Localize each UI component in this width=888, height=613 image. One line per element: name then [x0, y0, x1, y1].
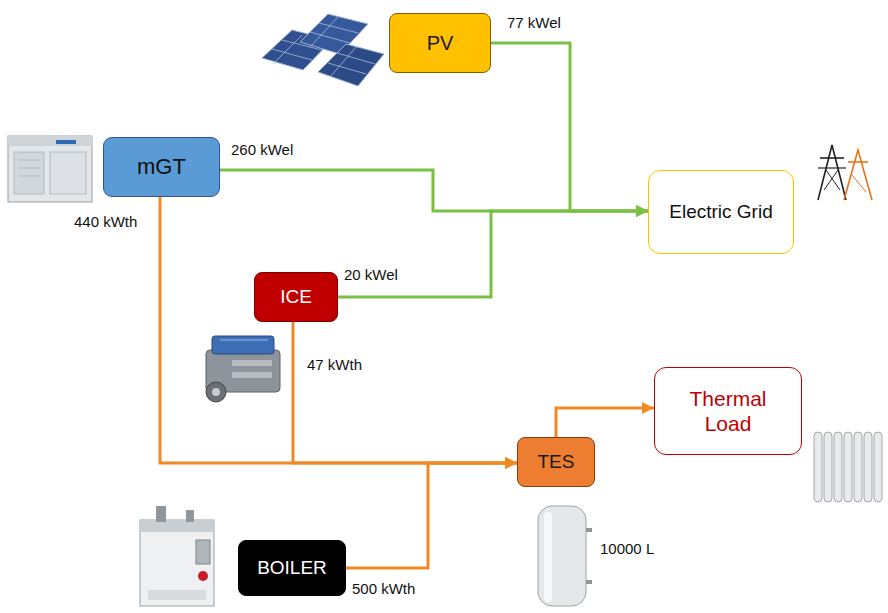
power-rating: 500 kWth: [350, 580, 417, 598]
thermal-flow-line: [556, 408, 654, 437]
microturbine-icon-part: [56, 140, 76, 144]
radiator-icon: [814, 432, 882, 502]
engine-icon-part: [220, 340, 268, 341]
pylon-icon-part: [818, 167, 846, 168]
pylon-icon: [818, 145, 872, 200]
engine-icon-part: [212, 388, 220, 396]
pylon-icon-part: [820, 157, 844, 159]
boiler-icon: [140, 506, 214, 606]
boiler-icon-part: [140, 520, 214, 532]
power-rating: 20 kWel: [342, 266, 400, 284]
microturbine-icon-part: [18, 168, 40, 169]
microturbine-icon-part: [50, 152, 86, 194]
capacity-label: 10000 L: [598, 540, 656, 558]
thermal-flow-line: [160, 197, 517, 463]
microturbine-icon-part: [8, 136, 92, 202]
storage-tank-icon-part: [538, 506, 586, 606]
radiator-icon-part: [834, 432, 842, 502]
engine-icon-part: [232, 360, 272, 366]
grid-box: Electric Grid: [648, 170, 794, 254]
radiator-icon-part: [864, 432, 872, 502]
solar-panel-icon: [262, 14, 384, 86]
radiator-icon-part: [824, 432, 832, 502]
solar-panel-icon-part: [273, 35, 302, 64]
solar-panel-icon-part: [318, 44, 384, 86]
solar-panel-icon-part: [310, 17, 338, 47]
boiler-icon-part: [198, 571, 208, 581]
engine-icon-part: [206, 382, 226, 402]
radiator-icon-part: [814, 432, 822, 502]
power-rating: 440 kWth: [72, 213, 139, 231]
solar-panel-icon-part: [272, 49, 312, 60]
node-label: ICE: [280, 286, 312, 309]
source-box: ICE: [254, 272, 338, 322]
pylon-icon-part: [826, 170, 840, 190]
engine-icon: [206, 336, 280, 402]
storage-box: TES: [517, 437, 595, 487]
microturbine-icon-part: [18, 176, 40, 177]
source-box: PV: [389, 13, 491, 73]
pylon-icon-part: [824, 170, 838, 190]
microturbine-icon-part: [18, 160, 40, 161]
boiler-icon-part: [186, 510, 194, 522]
pylon-icon-part: [848, 161, 868, 163]
thermal-flow-line: [346, 463, 517, 568]
storage-tank-icon: [538, 506, 592, 606]
node-label: Electric Grid: [669, 201, 772, 224]
power-rating: 260 kWel: [229, 141, 295, 159]
radiator-icon-part: [844, 432, 852, 502]
node-label: PV: [427, 31, 454, 55]
engine-icon-part: [212, 336, 274, 354]
radiator-icon-part: [854, 432, 862, 502]
load-box: Thermal Load: [654, 367, 802, 455]
boiler-icon-part: [196, 540, 210, 564]
node-label: BOILER: [257, 557, 327, 580]
radiator-icon-part: [874, 432, 882, 502]
node-label: TES: [538, 451, 575, 474]
boiler-icon-part: [140, 520, 214, 606]
pylon-icon-part: [852, 175, 866, 192]
engine-icon-part: [232, 372, 272, 378]
boiler-box: BOILER: [238, 540, 346, 596]
microturbine-icon-part: [8, 136, 92, 146]
electric-flow-line: [491, 43, 648, 211]
source-box: mGT: [103, 137, 220, 197]
node-label: Thermal Load: [673, 386, 783, 436]
electric-flow-line: [338, 211, 648, 297]
storage-tank-icon-part: [586, 528, 592, 532]
pylon-icon-part: [844, 150, 872, 200]
boiler-icon-part: [156, 506, 166, 522]
storage-tank-icon-part: [544, 512, 552, 602]
microturbine-icon: [8, 136, 92, 202]
solar-panel-icon-part: [330, 47, 356, 77]
power-rating: 47 kWth: [305, 356, 364, 374]
pylon-icon-part: [818, 145, 846, 200]
boiler-icon-part: [148, 590, 206, 600]
thermal-flow-line: [293, 322, 517, 463]
power-rating: 77 kWel: [505, 14, 563, 32]
storage-tank-icon-part: [586, 580, 592, 584]
electric-flow-line: [220, 170, 648, 211]
node-label: mGT: [137, 154, 186, 180]
solar-panel-icon-part: [310, 32, 350, 43]
microturbine-icon-part: [14, 152, 44, 194]
